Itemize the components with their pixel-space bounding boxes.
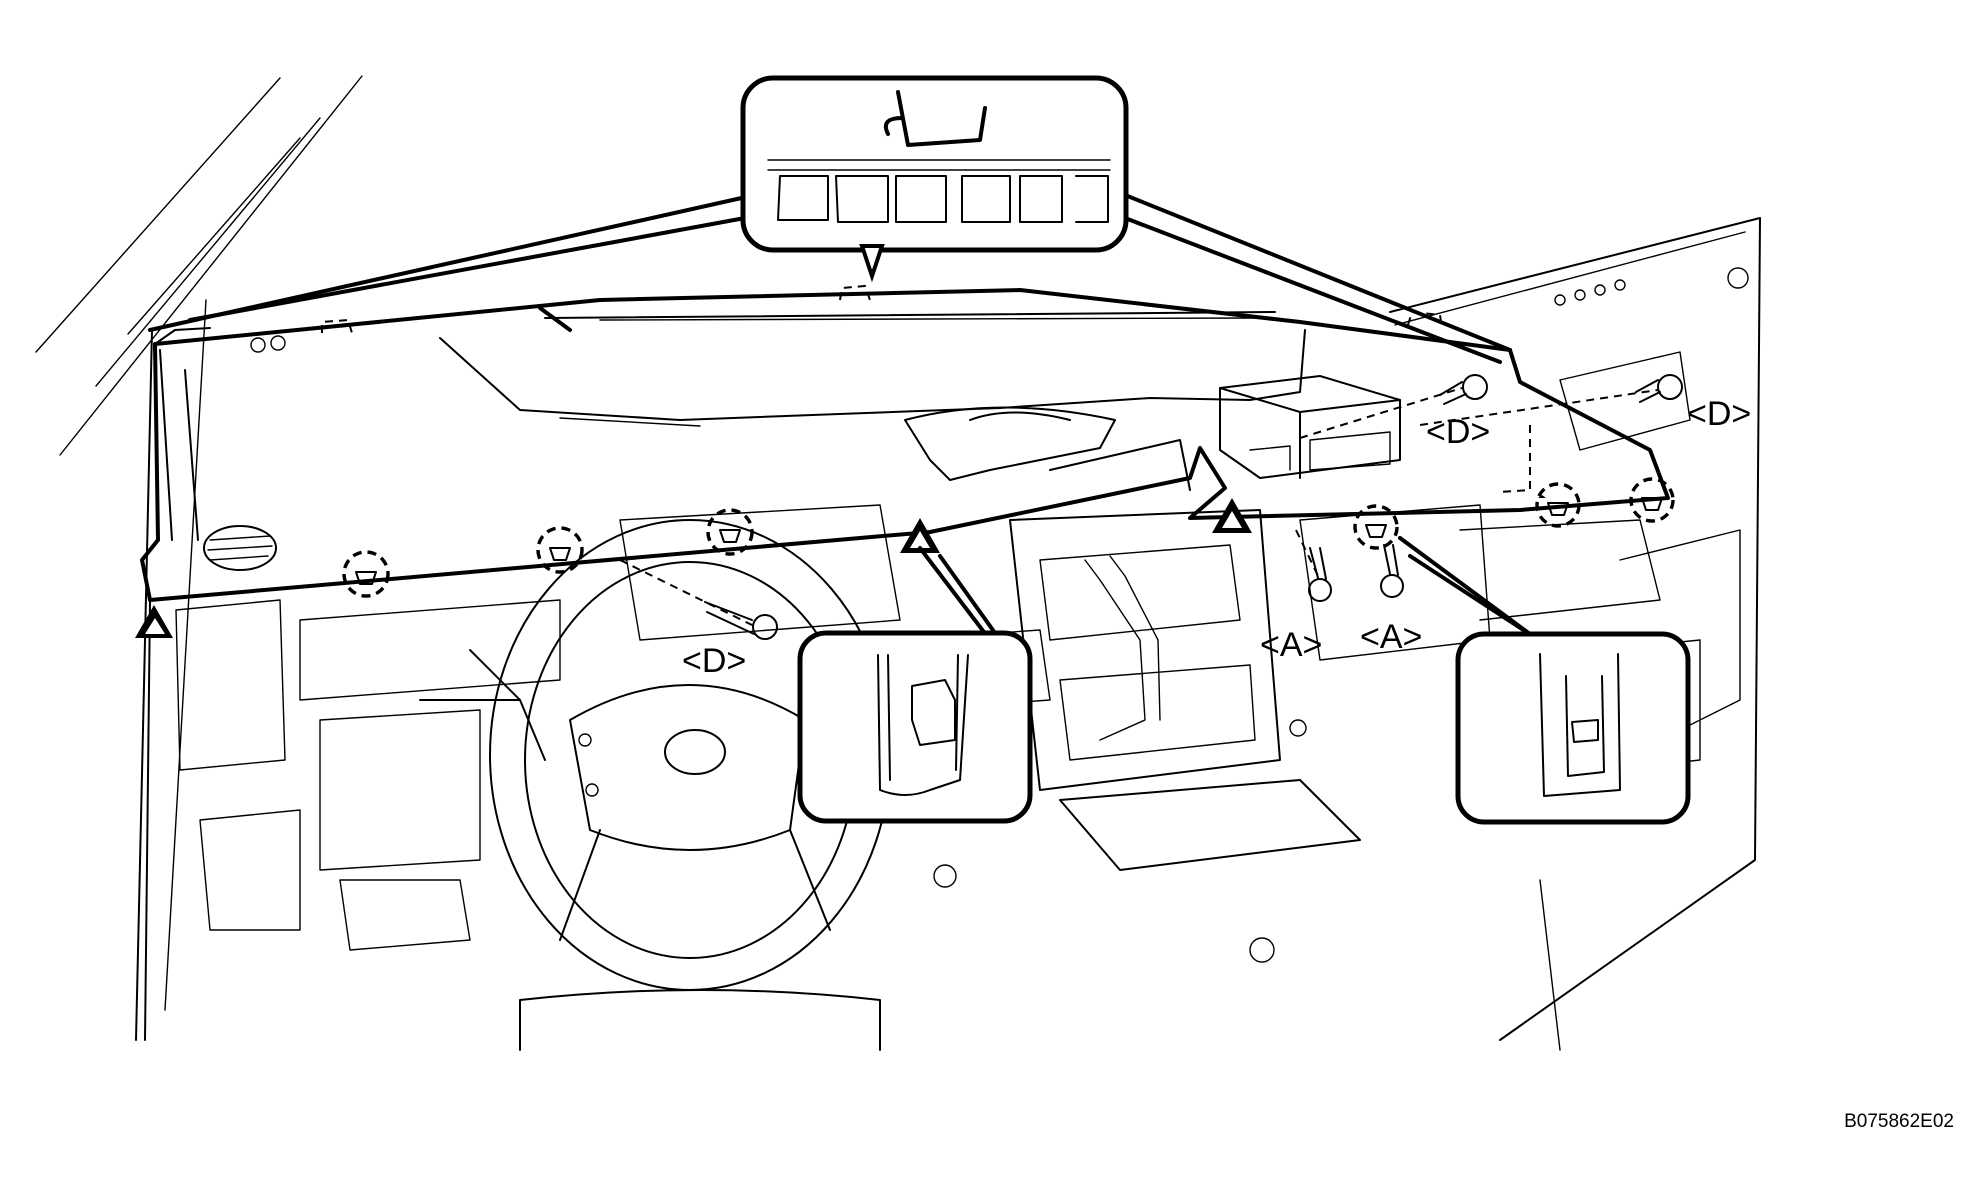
label-d-upper-left: <D> xyxy=(1426,413,1490,451)
label-d-left: <D> xyxy=(682,642,746,680)
screw-d-upper-1 xyxy=(1299,374,1488,439)
screw-a-2 xyxy=(1380,544,1404,598)
a-pillar-lines xyxy=(35,75,363,1041)
right-callout xyxy=(1398,536,1691,825)
label-a-left: <A> xyxy=(1260,626,1322,664)
meter-hood xyxy=(904,406,1191,491)
label-d-upper-right: <D> xyxy=(1687,395,1751,433)
screw-left-d xyxy=(619,559,778,640)
top-callout xyxy=(148,75,1512,364)
label-a-right: <A> xyxy=(1360,618,1422,656)
center-callout xyxy=(797,546,1033,824)
figure-id: B075862E02 xyxy=(1844,1111,1954,1132)
screw-a-1 xyxy=(1295,529,1332,602)
airbag-module xyxy=(1219,375,1401,479)
clip-markers xyxy=(342,477,1675,598)
right-body-panel xyxy=(1389,217,1761,1041)
guide-markers xyxy=(135,495,1546,638)
screw-d-upper-2 xyxy=(1419,374,1683,493)
